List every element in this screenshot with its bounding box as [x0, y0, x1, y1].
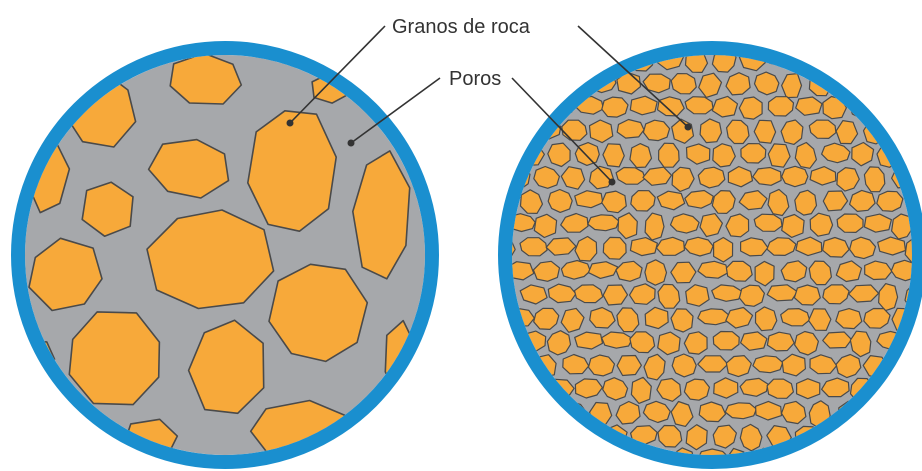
- rock-grain: [823, 332, 852, 348]
- rock-grain: [699, 402, 725, 422]
- fine-grain-panel: [493, 48, 922, 471]
- rock-grain: [756, 307, 777, 331]
- rock-grain: [672, 354, 696, 377]
- grains-label: Granos de roca: [392, 16, 531, 38]
- rock-grain: [643, 120, 669, 140]
- rock-grain: [781, 309, 810, 326]
- rock-grain: [741, 144, 766, 163]
- rock-grain: [548, 190, 572, 213]
- rock-grain: [684, 379, 709, 400]
- rock-grain: [713, 332, 739, 350]
- rock-grain: [588, 215, 619, 231]
- rock-grain: [767, 379, 793, 398]
- rock-grain: [877, 191, 903, 211]
- rock-grain: [603, 237, 626, 259]
- rock-grain: [739, 285, 764, 306]
- leader-dot: [287, 120, 294, 127]
- rock-grain: [782, 166, 808, 186]
- rock-grain: [698, 309, 729, 325]
- rock-grain: [755, 72, 779, 95]
- rock-grain: [797, 379, 820, 399]
- rock-grain: [575, 143, 599, 166]
- rock-grain: [714, 238, 733, 263]
- rock-grain: [768, 97, 793, 116]
- pores-label: Poros: [449, 68, 501, 90]
- coarse-grain-panel: [18, 48, 432, 462]
- rock-grain: [659, 143, 680, 167]
- rock-grain: [671, 74, 696, 94]
- rock-grain: [823, 238, 849, 258]
- rock-grain: [658, 97, 685, 116]
- rock-grain: [630, 144, 652, 168]
- rock-grain: [602, 97, 628, 117]
- rock-grain: [700, 119, 721, 143]
- rock-grain: [837, 214, 863, 232]
- rock-grain: [645, 260, 667, 285]
- rock-grain: [725, 403, 756, 419]
- leader-dot: [609, 179, 616, 186]
- leader-dot: [685, 124, 692, 131]
- rock-grain: [810, 213, 832, 236]
- rock-grain: [548, 143, 570, 166]
- rock-grain: [739, 97, 762, 119]
- rock-grain: [753, 356, 783, 373]
- rock-grain: [671, 309, 693, 332]
- rock-grain: [767, 332, 794, 351]
- leader-dot: [348, 140, 355, 147]
